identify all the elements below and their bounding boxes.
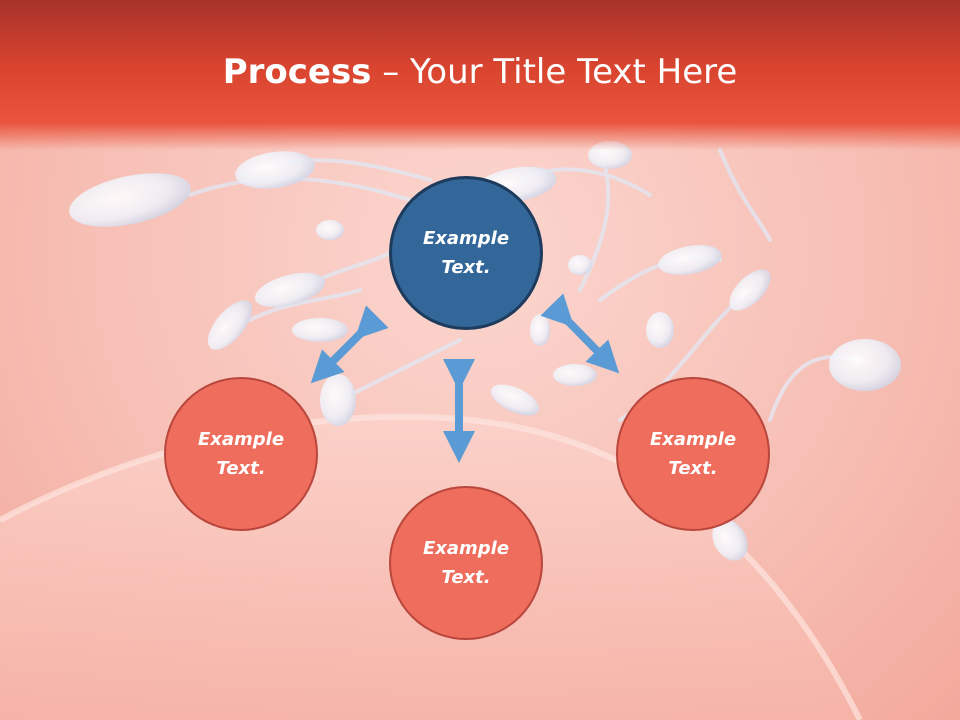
left-node-label: Example Text. [197,429,285,479]
double-arrow-right-icon [540,293,620,374]
right-node: Example Text. [616,377,770,531]
bottom-node: Example Text. [389,486,543,640]
title-rest: – Your Title Text Here [371,52,738,92]
right-node-label: Example Text. [649,429,737,479]
center-node: Example Text. [389,176,543,330]
double-arrow-left-icon [310,305,389,384]
center-node-label: Example Text. [422,228,510,278]
bottom-node-label: Example Text. [422,538,510,588]
slide-title: Process – Your Title Text Here [0,52,960,92]
title-bar [0,0,960,150]
title-bold: Process [222,52,372,92]
left-node: Example Text. [164,377,318,531]
